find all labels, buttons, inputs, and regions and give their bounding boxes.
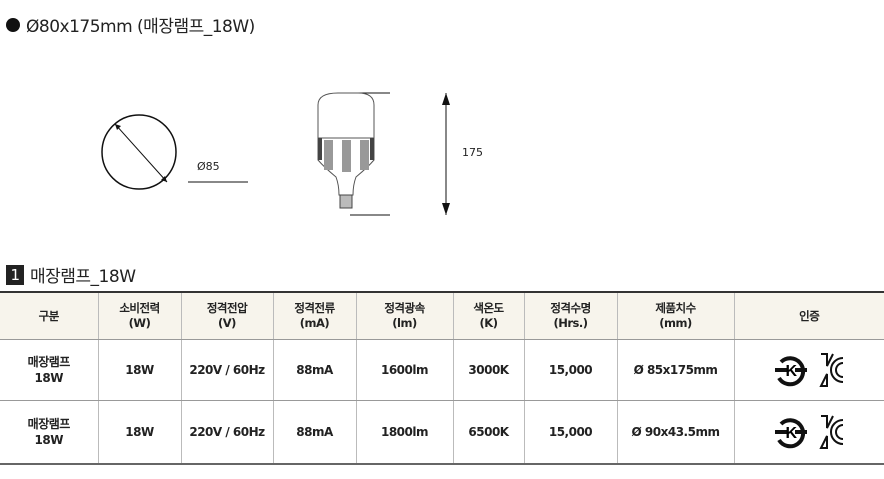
section-heading: 1 매장램프_18W <box>6 262 136 287</box>
col-header: 인증 <box>734 291 884 340</box>
cell-certification: K <box>734 400 884 465</box>
col-header: 정격수명(Hrs.) <box>524 291 618 340</box>
col-header: 정격전류(mA) <box>273 291 357 340</box>
spec-table: 구분 소비전력(W) 정격전압(V) 정격전류(mA) 정격광속(lm) 색온도… <box>0 291 884 465</box>
col-header: 정격광속(lm) <box>356 291 454 340</box>
cell-size: Ø 85x175mm <box>617 339 735 401</box>
bullet-icon <box>6 17 20 32</box>
cell-voltage: 220V / 60Hz <box>181 339 274 401</box>
cell-cct: 3000K <box>453 339 525 401</box>
ks-mark-icon: K <box>775 418 808 449</box>
col-header: 색온도(K) <box>453 291 525 340</box>
title-text: Ø80x175mm (매장램프_18W) <box>26 17 255 37</box>
cell-cct: 6500K <box>453 400 525 465</box>
top-view-circle <box>101 114 177 190</box>
diameter-line <box>114 123 168 183</box>
col-header: 정격전압(V) <box>181 291 274 340</box>
col-header: 구분 <box>0 291 99 340</box>
cell-certification: K <box>734 339 884 401</box>
kc-mark-icon <box>819 353 844 387</box>
svg-text:K: K <box>786 363 798 380</box>
cell-power: 18W <box>98 339 182 401</box>
cell-life: 15,000 <box>524 400 618 465</box>
diameter-label: Ø85 <box>197 160 220 173</box>
bulb-icon <box>317 92 375 209</box>
cell-voltage: 220V / 60Hz <box>181 400 274 465</box>
cell-current: 88mA <box>273 339 357 401</box>
col-header: 제품치수(mm) <box>617 291 735 340</box>
ks-mark-icon: K <box>775 356 808 387</box>
height-label: 175 <box>462 146 483 159</box>
cell-current: 88mA <box>273 400 357 465</box>
section-number: 1 <box>6 264 24 285</box>
cell-power: 18W <box>98 400 182 465</box>
kc-mark-icon <box>819 415 844 449</box>
product-title: Ø80x175mm (매장램프_18W) <box>6 12 255 37</box>
section-title: 매장램프_18W <box>30 267 136 287</box>
dimension-drawing <box>101 92 450 216</box>
cell-life: 15,000 <box>524 339 618 401</box>
col-header: 소비전력(W) <box>98 291 182 340</box>
cell-flux: 1800lm <box>356 400 454 465</box>
svg-text:K: K <box>786 425 798 442</box>
cell-size: Ø 90x43.5mm <box>617 400 735 465</box>
cell-flux: 1600lm <box>356 339 454 401</box>
table-header: 구분 소비전력(W) 정격전압(V) 정격전류(mA) 정격광속(lm) 색온도… <box>0 291 884 340</box>
